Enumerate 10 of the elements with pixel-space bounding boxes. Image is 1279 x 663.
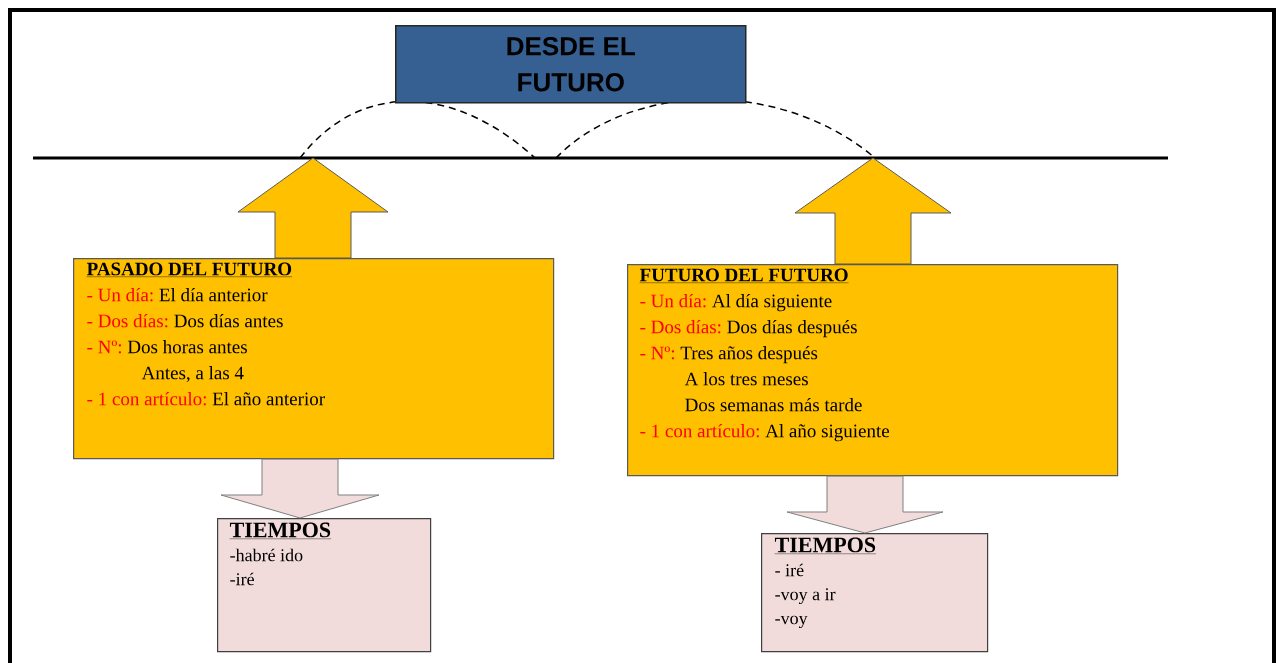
timeline: [33, 156, 1168, 160]
info-box: PASADO DEL FUTURO - Un día: El día anterior - Dos días: Dos días antes - Nº: Dos horas antes Antes, a las 4 - 1 con artículo: El año anterior: [73, 258, 555, 460]
block-arrow: [786, 475, 944, 534]
block-arrow: [237, 157, 389, 259]
tense-box: TIEMPOS -habré ido -iré: [217, 518, 432, 653]
title-box: DESDE EL FUTURO: [395, 25, 747, 104]
block-arrow: [794, 157, 952, 265]
info-box: FUTURO DEL FUTURO - Un día: Al día siguiente - Dos días: Dos días después - Nº: Tres años después A los tres meses Dos semanas más tarde - 1 con artículo: Al año siguiente: [627, 264, 1119, 477]
block-arrow: [220, 458, 380, 519]
tense-box: TIEMPOS - iré -voy a ir -voy: [761, 533, 989, 653]
